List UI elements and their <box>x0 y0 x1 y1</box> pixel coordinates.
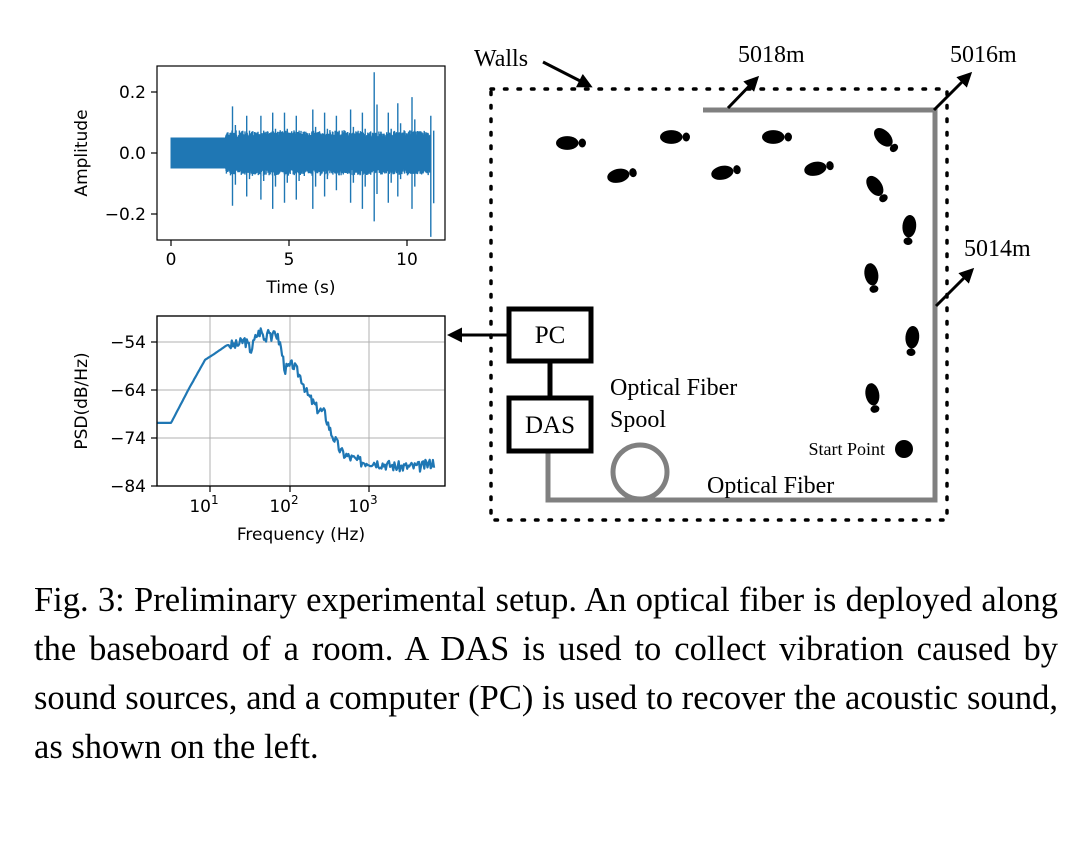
psd-ytick-3: −84 <box>110 477 146 497</box>
footprint-icon <box>605 165 639 185</box>
time-plot: 0.2 0.0 −0.2 0 5 10 Time (s) Amplitude <box>72 65 446 298</box>
psd-ylabel: PSD(dB/Hz) <box>72 352 92 449</box>
time-signal-trace <box>170 72 435 237</box>
walls-arrow <box>542 60 593 88</box>
time-xlabel: Time (s) <box>265 278 335 298</box>
psd-xtick-2: 103 <box>348 493 377 517</box>
marker-5014-label: 5014m <box>964 236 1031 262</box>
footprints <box>556 124 921 414</box>
das-label: DAS <box>525 412 575 439</box>
time-xtick-1: 5 <box>284 250 295 270</box>
time-signal-line <box>170 72 435 237</box>
psd-xtick-0: 101 <box>189 493 218 517</box>
time-ylabel: Amplitude <box>72 109 92 196</box>
spool-label-line2: Spool <box>610 407 666 433</box>
time-ytick-1: 0.0 <box>119 144 146 164</box>
footprint-icon <box>900 214 918 246</box>
psd-xlabel: Frequency (Hz) <box>237 525 365 545</box>
psd-plot: −54 −64 −74 −84 101 102 103 Frequency (H… <box>72 315 446 545</box>
figure-caption: Fig. 3: Preliminary experimental setup. … <box>34 581 1058 766</box>
psd-line <box>157 327 436 473</box>
room-walls <box>489 87 949 522</box>
pc-box <box>506 306 594 364</box>
psd-plot-axes <box>156 315 446 487</box>
footprint-icon <box>709 162 743 182</box>
time-ytick-2: −0.2 <box>105 205 146 225</box>
das-box <box>506 395 594 454</box>
footprint-icon <box>802 158 836 178</box>
psd-xtick-1: 102 <box>269 493 298 517</box>
pc-label: PC <box>535 322 566 349</box>
marker-5018-label: 5018m <box>738 42 805 68</box>
footprint-icon <box>863 382 883 414</box>
footprint-icon <box>660 130 690 144</box>
psd-ytick-0: −54 <box>110 333 146 353</box>
setup-diagram: Walls PC DAS Optical Fiber Spool Optical… <box>447 42 1031 522</box>
footprint-icon <box>870 124 902 156</box>
psd-ytick-2: −74 <box>110 429 146 449</box>
marker-5018-arrow <box>726 75 760 110</box>
footprint-icon <box>862 262 882 294</box>
marker-5014-arrow <box>934 267 975 308</box>
footprint-icon <box>862 172 892 206</box>
psd-ytick-1: −64 <box>110 381 146 401</box>
marker-5016-label: 5016m <box>950 42 1017 68</box>
start-point-label: Start Point <box>808 439 885 459</box>
walls-label: Walls <box>474 46 528 72</box>
marker-5016-arrow <box>932 71 973 112</box>
footprint-icon <box>903 325 921 357</box>
footprint-icon <box>762 130 792 144</box>
optical-fiber-path <box>545 107 938 503</box>
time-xtick-2: 10 <box>396 250 418 270</box>
spool-label-line1: Optical Fiber <box>610 375 737 401</box>
time-xtick-0: 0 <box>166 250 177 270</box>
psd-grid <box>157 316 445 486</box>
fiber-spool <box>610 442 670 502</box>
time-ytick-0: 0.2 <box>119 83 146 103</box>
fiber-label: Optical Fiber <box>707 473 834 499</box>
start-point-marker <box>895 440 913 458</box>
footprint-icon <box>556 136 586 150</box>
